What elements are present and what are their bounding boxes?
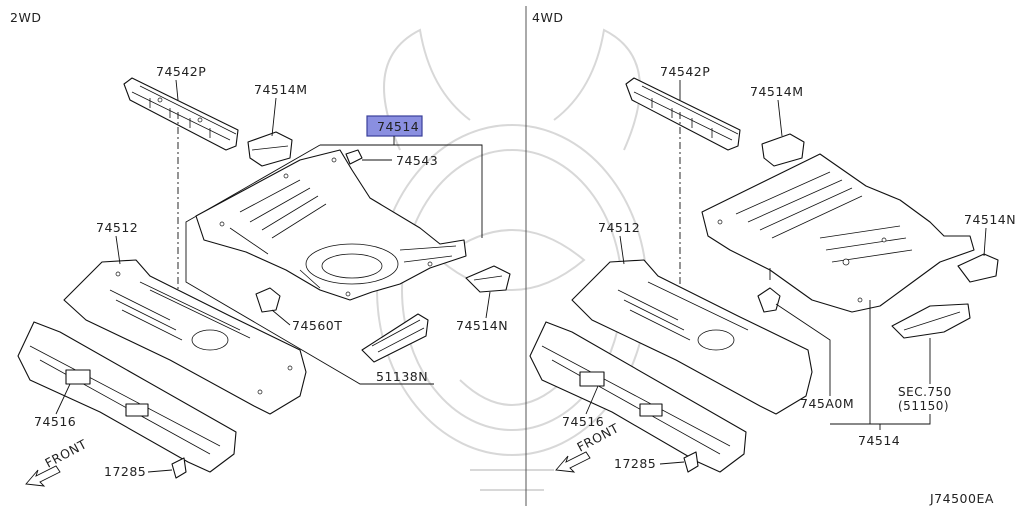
label-74542p: 74542P — [156, 64, 206, 79]
leader-74512-4wd — [619, 235, 625, 265]
part-74512-2wd[interactable] — [63, 259, 307, 415]
leader-74512-2wd — [115, 235, 121, 265]
diagram-code: J74500EA — [929, 491, 994, 506]
part-74514m-4wd[interactable] — [761, 133, 805, 167]
leader-74514m-4wd — [777, 99, 783, 137]
part-74514n-2wd[interactable] — [465, 265, 511, 293]
part-74514m[interactable] — [247, 131, 293, 167]
front-label-2wd: FRONT — [42, 436, 89, 470]
part-17285-2wd[interactable] — [171, 457, 187, 479]
label-74512-2wd: 74512 — [96, 220, 138, 235]
label-745a0m: 745A0M — [800, 396, 854, 411]
leader-74542p — [175, 79, 179, 101]
label-74514-highlight: 74514 — [377, 119, 419, 134]
label-74543: 74543 — [396, 153, 438, 168]
part-74543[interactable] — [345, 149, 363, 165]
leader-74514-4wd-bracket — [769, 268, 931, 430]
label-74542p-4wd: 74542P — [660, 64, 710, 79]
leader-745a0m — [775, 303, 831, 396]
part-sec750-bracket[interactable] — [891, 303, 971, 339]
label-74512-4wd: 74512 — [598, 220, 640, 235]
leader-74560t — [271, 309, 291, 326]
part-51138n[interactable] — [361, 313, 429, 363]
leader-74514n-2wd — [485, 291, 491, 319]
part-74516-4wd[interactable] — [529, 321, 747, 473]
label-74560t: 74560T — [292, 318, 342, 333]
label-74514m-4wd: 74514M — [750, 84, 804, 99]
label-sec750: SEC.750 — [898, 385, 952, 399]
highlight-box-74514[interactable] — [366, 115, 423, 137]
part-74542p[interactable] — [123, 77, 239, 151]
part-74512-4wd[interactable] — [571, 259, 813, 415]
label-74514-4wd: 74514 — [858, 433, 900, 448]
part-745a0m[interactable] — [757, 287, 781, 313]
label-74514m: 74514M — [254, 82, 308, 97]
section-title-4wd: 4WD — [532, 10, 563, 25]
part-74514n-4wd[interactable] — [957, 253, 999, 283]
section-title-2wd: 2WD — [10, 10, 41, 25]
part-rear-floor-2wd[interactable] — [195, 149, 467, 301]
leader-74516-4wd — [585, 385, 599, 415]
leader-74514-bracket — [185, 136, 483, 385]
group-4wd: 74542P 74514M 74514N 745A0M — [529, 64, 1016, 473]
part-17285-4wd[interactable] — [683, 451, 699, 473]
part-74560t[interactable] — [255, 287, 281, 313]
part-74542p-4wd[interactable] — [625, 77, 741, 151]
group-2wd: 74542P 74514M 74514 74543 — [17, 64, 511, 487]
label-74514n-4wd: 74514N — [964, 212, 1016, 227]
label-17285-4wd: 17285 — [614, 456, 656, 471]
leader-74514m — [271, 97, 277, 137]
label-sec750-sub: (51150) — [898, 399, 949, 413]
part-74516-2wd[interactable] — [17, 321, 237, 473]
leader-74514n-4wd — [983, 227, 987, 257]
label-17285-2wd: 17285 — [104, 464, 146, 479]
leader-74516-2wd — [55, 383, 71, 415]
part-rear-floor-4wd[interactable] — [701, 153, 975, 313]
label-74514n-2wd: 74514N — [456, 318, 508, 333]
label-51138n: 51138N — [376, 369, 428, 384]
front-arrow-2wd: FRONT — [25, 436, 89, 487]
label-74516-4wd: 74516 — [562, 414, 604, 429]
label-74516-2wd: 74516 — [34, 414, 76, 429]
leader-17285-2wd — [147, 469, 173, 473]
leader-17285-4wd — [659, 461, 685, 465]
